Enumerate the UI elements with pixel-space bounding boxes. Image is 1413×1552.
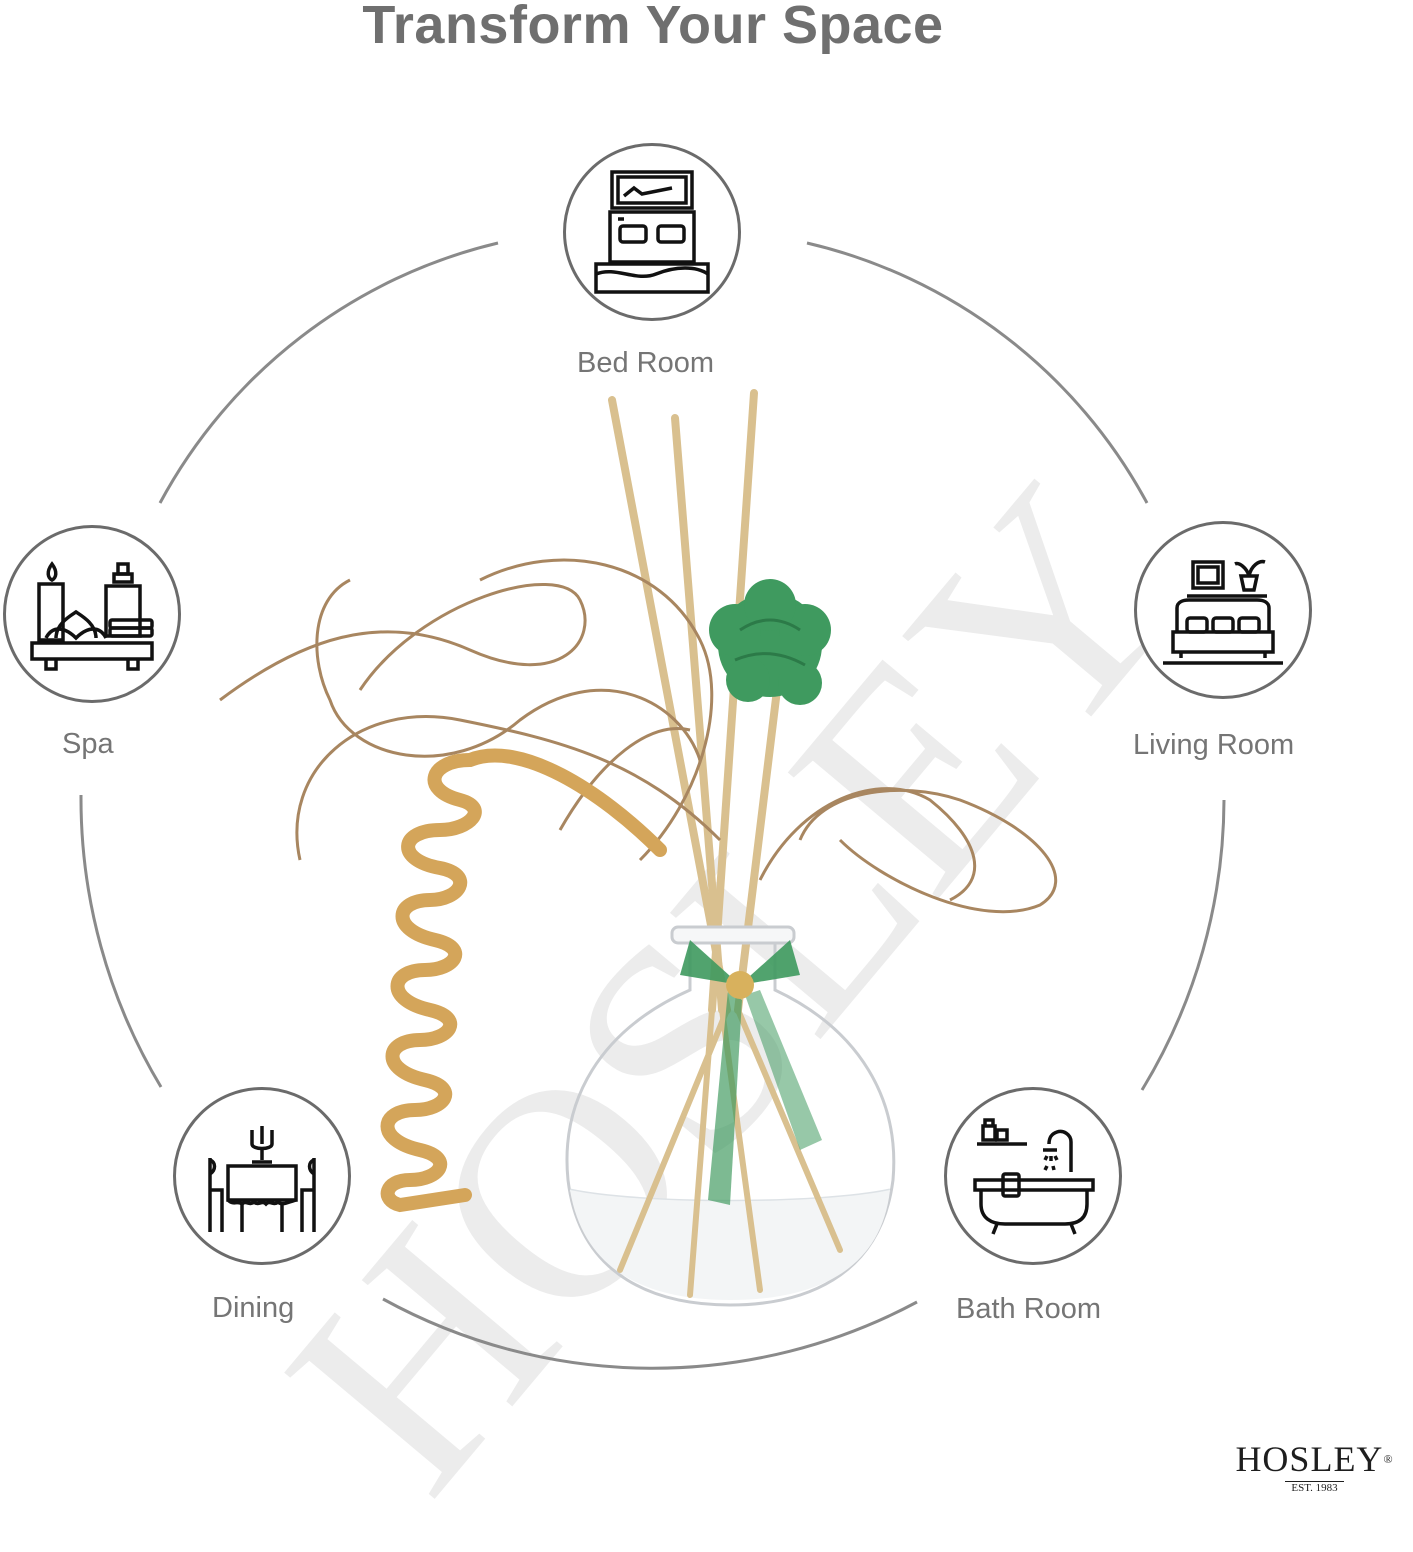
bed-room-label: Bed Room <box>577 347 715 379</box>
dining-table-icon <box>208 1126 316 1232</box>
bed-room-circle <box>563 143 741 321</box>
living-room-label: Living Room <box>1133 729 1295 761</box>
bed-icon <box>594 170 710 294</box>
brand-est: EST. 1983 <box>1285 1481 1344 1494</box>
page-title: Transform Your Space <box>362 0 944 55</box>
bath-room-label: Bath Room <box>956 1293 1102 1325</box>
sofa-icon <box>1163 559 1283 665</box>
dining-label: Dining <box>212 1292 295 1324</box>
spa-label: Spa <box>62 728 114 760</box>
spa-icon <box>30 561 154 671</box>
living-room-circle <box>1134 521 1312 699</box>
bath-room-circle <box>944 1087 1122 1265</box>
room-ring <box>79 241 1226 1370</box>
hosley-logo: HOSLEY® EST. 1983 <box>1232 1440 1397 1496</box>
brand-name: HOSLEY® <box>1232 1440 1397 1478</box>
dining-circle <box>173 1087 351 1265</box>
spa-circle <box>3 525 181 703</box>
registered-mark-icon: ® <box>1383 1452 1394 1466</box>
reed-diffuser-illustration <box>219 389 1058 1307</box>
brand-name-text: HOSLEY <box>1235 1439 1384 1479</box>
bathtub-icon <box>973 1118 1095 1235</box>
